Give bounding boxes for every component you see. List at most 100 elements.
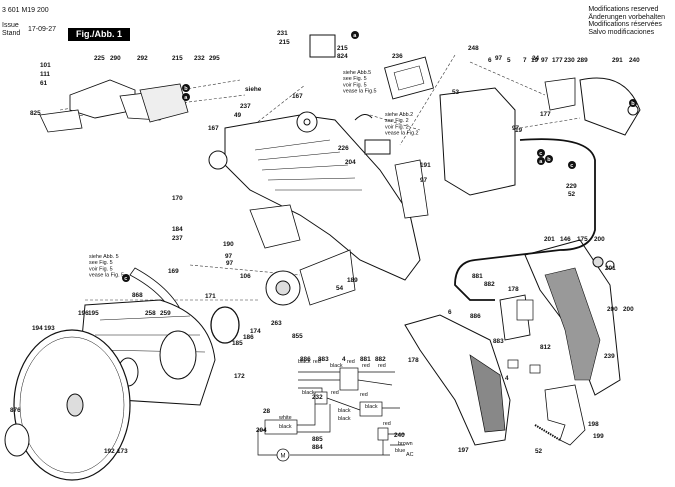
part-number-label: 52 [568,191,576,198]
wiring-label: red [313,359,321,365]
part-number-label: 225 [94,55,105,62]
part-number-label: 191 [420,162,431,169]
part-number-label: 169 [168,268,179,275]
modification-line: Salvo modificaciones [588,28,655,36]
gasket-part [384,56,434,100]
wiring-label: black [279,424,292,430]
part-number-label: 232 [312,394,323,401]
figure-note-line: vease la Fig.5 [343,89,377,95]
part-number-label: 215 [337,45,348,52]
part-number-label: 106 [240,273,251,280]
svg-text:M: M [281,454,286,460]
part-number-label: 7 [523,57,527,64]
part-number-label: 200 [594,236,605,243]
part-number-label: 239 [604,353,615,360]
part-number-label: 197 [458,447,469,454]
part-number-label: 177 [552,57,563,64]
figure-note-line: voir Fig. 5 [89,266,113,272]
saw-blade-inner-ring [19,336,125,474]
part-number-label: 185 [232,340,243,347]
part-number-label: 4 [342,356,346,363]
flange-inner [275,280,291,296]
part-number-label: 215 [279,39,290,46]
part-number-label: 886 [470,313,481,320]
callout-badge-letter: a [539,159,543,165]
part-number-label: 186 [243,334,254,341]
callout-badge-icon: b [182,84,190,92]
upper-blade-guard [224,114,421,281]
part-number-label: 97 [420,177,428,184]
wiring-label: red [331,390,339,396]
wiring-label: black [338,408,351,414]
part-number-label: 237 [240,103,251,110]
figure-note-line: see Fig. 2 [385,118,409,124]
part-number-label: 881 [472,273,483,280]
part-number-label: 236 [392,53,403,60]
shaft-washer-hole [303,118,311,126]
part-number-label: 230 [564,57,575,64]
part-number-label: 295 [209,55,220,62]
wiring-label: red [360,392,368,398]
part-number-label: 28 [263,408,271,415]
part-number-label: 825 [30,110,41,117]
part-number-label: 6 [448,309,452,316]
part-number-label: 97 [495,55,503,62]
part-number-label: 231 [277,30,288,37]
cover-plate-part [39,109,83,133]
part-number-label: 24 [532,55,540,62]
guard-bracket [249,204,301,249]
part-number-label: 54 [336,285,344,292]
part-number-label: 6 [488,57,492,64]
part-number-label: 855 [292,333,303,340]
motor-cap-part [579,77,641,136]
part-number-label: 226 [338,145,349,152]
callout-badge-icon: c [122,274,130,282]
front-handle-grip [544,267,601,381]
part-number-label: 884 [312,444,323,451]
part-number-label: 885 [312,436,323,443]
part-number-label: 289 [577,57,588,64]
part-number-label: 178 [408,357,419,364]
part-number-label: 175 [577,236,588,243]
motor-cable [354,114,373,121]
part-number-label: 171 [205,293,216,300]
part-number-label: 240 [394,432,405,439]
part-number-label: 172 [234,373,245,380]
part-number-label: 232 [194,55,205,62]
modification-line: Modifications réservées [588,21,662,28]
wiring-label: red [362,363,370,369]
callout-badge-icon: a [351,31,359,39]
part-number-label: 194 [32,325,43,332]
guard-ribs [254,139,362,191]
terminal-block-part [364,139,391,155]
callout-badge-icon: a [537,157,545,165]
part-number-label: 97 [512,125,520,132]
part-number-label: 886 [300,356,311,363]
part-number-label: 49 [234,112,242,119]
stand-label: Stand [2,30,21,37]
callout-badge-letter: a [353,33,357,39]
modifications-notice: Modifications reserved Änderungen vorbeh… [588,6,665,36]
part-number-label: 240 [629,57,640,64]
part-number-label: 812 [540,344,551,351]
part-number-label: 291 [612,57,623,64]
part-number-label: 19 [531,57,539,64]
wiring-label: brown [398,441,413,447]
callout-badge-icon: b [629,99,637,107]
part-number-label: 97 [225,253,233,260]
part-number-label: 882 [375,356,386,363]
callout-badge-letter: c [570,163,573,169]
part-number-label: 248 [468,45,479,52]
part-number-label: 195 [88,310,99,317]
chip-ejector-part [299,249,356,306]
brush-holder-part [544,77,576,111]
gasket-inner-part [393,65,425,91]
wiring-label: black [302,390,315,396]
part-number-label: 146 [560,236,571,243]
wiring-label: black [298,359,311,365]
figure-note-line: see Fig. 5 [343,76,367,82]
modification-line: Änderungen vorbehalten [588,13,665,21]
part-number-label: 290 [110,55,121,62]
part-number-label: 190 [223,241,234,248]
guard-hub [159,330,197,380]
